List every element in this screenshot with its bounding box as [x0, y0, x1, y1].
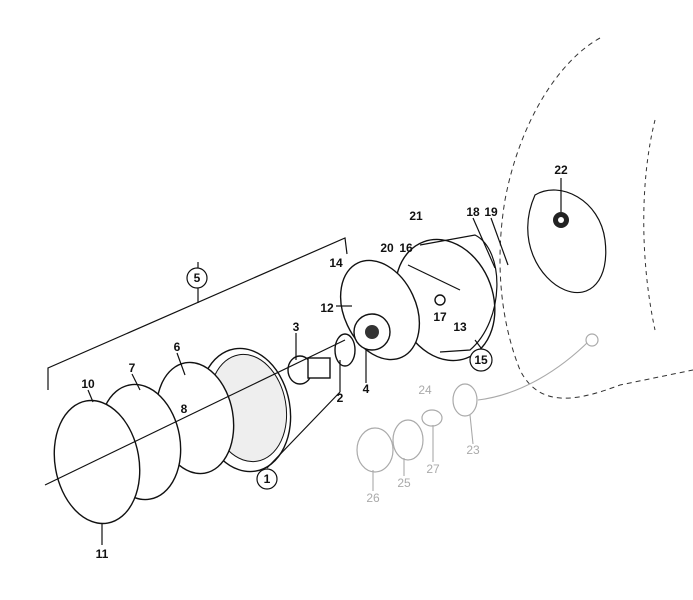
- headlight-housing: [394, 234, 498, 362]
- callout-16: 16: [399, 241, 413, 255]
- bulb: [287, 355, 331, 385]
- callout-3: 3: [293, 320, 300, 334]
- callout-7: 7: [129, 361, 136, 375]
- callout-8: 8: [181, 402, 188, 416]
- side-marker-parts: [356, 333, 599, 473]
- group-bracket: [47, 237, 348, 390]
- trim-ring: [53, 399, 141, 525]
- callout-15: 15: [474, 353, 488, 367]
- callout-22: 22: [554, 163, 568, 177]
- callout-circle-15: [469, 348, 493, 372]
- callout-4: 4: [363, 382, 370, 396]
- callout-27: 27: [426, 462, 440, 476]
- body-panel-outline: [499, 37, 693, 399]
- callout-18: 18: [466, 205, 480, 219]
- callout-14: 14: [329, 256, 343, 270]
- callout-19: 19: [484, 205, 498, 219]
- callout-25: 25: [397, 476, 411, 490]
- callout-circle-5: [186, 267, 208, 289]
- callout-12: 12: [320, 301, 334, 315]
- callout-21: 21: [409, 209, 423, 223]
- callout-26: 26: [366, 491, 380, 505]
- callout-13: 13: [453, 320, 467, 334]
- callout-6: 6: [174, 340, 181, 354]
- retaining-clip: [334, 333, 356, 367]
- leader-lines: [87, 217, 509, 545]
- callout-24: 24: [418, 383, 432, 397]
- callout-5: 5: [194, 271, 201, 285]
- callout-1: 1: [264, 472, 271, 486]
- reflector: [339, 259, 421, 361]
- callout-23: 23: [466, 443, 480, 457]
- callout-11: 11: [96, 547, 109, 561]
- callout-20: 20: [380, 241, 394, 255]
- callout-circle-1: [256, 468, 278, 490]
- mounting-plate: [527, 178, 607, 294]
- callout-2: 2: [337, 391, 344, 405]
- body-panel-inner: [643, 119, 656, 331]
- callout-10: 10: [81, 377, 95, 391]
- callout-17: 17: [433, 310, 447, 324]
